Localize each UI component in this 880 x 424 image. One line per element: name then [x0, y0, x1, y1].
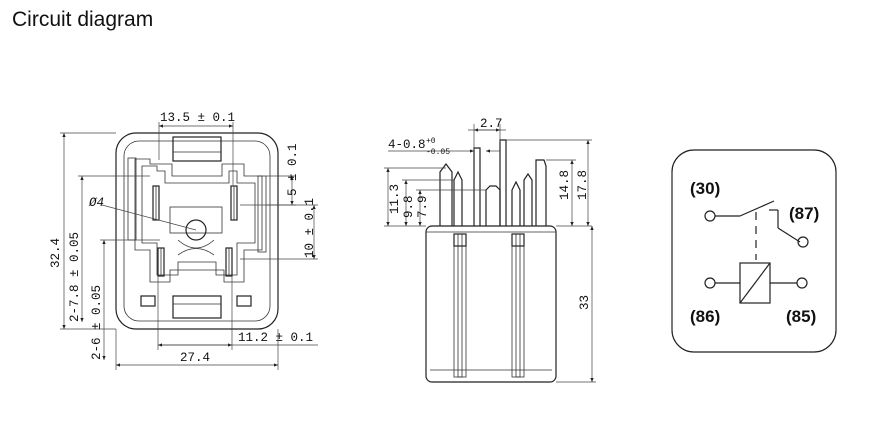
front-housing-inner — [123, 140, 271, 322]
dim-diameter: Ø4 — [88, 196, 104, 210]
node-85 — [796, 277, 808, 289]
dim-width-bottom: 27.4 — [180, 351, 210, 365]
side-pin-2 — [473, 147, 481, 226]
switch-contact — [739, 200, 775, 217]
label-30: (30) — [690, 179, 720, 198]
dim-pin-width: 2.7 — [480, 117, 503, 131]
label-86: (86) — [690, 307, 720, 326]
dim-7-8: 2-7.8 ± 0.05 — [68, 232, 82, 322]
bottom-latch — [172, 295, 222, 319]
front-cavity-outline — [134, 158, 263, 283]
dim-5: 5 ± 0.1 — [286, 143, 300, 196]
dim-pin-thickness: 4-0.8 — [388, 138, 426, 152]
dim-pin-tol-upper: +0 — [426, 137, 436, 146]
dim-11-2: 11.2 ± 0.1 — [238, 331, 313, 345]
center-hole — [185, 219, 207, 241]
dim-pin-tol-lower: -0.05 — [426, 148, 450, 157]
side-pin-3 — [499, 139, 507, 226]
dim-7-9: 7.9 — [416, 195, 430, 218]
dim-17-8: 17.8 — [576, 170, 590, 200]
dim-14-8: 14.8 — [558, 170, 572, 200]
dim-6: 2-6 ± 0.05 — [90, 285, 104, 360]
dim-9-8: 9.8 — [402, 195, 416, 218]
node-86 — [704, 277, 716, 289]
side-body — [425, 225, 557, 383]
label-85: (85) — [786, 307, 816, 326]
side-pin-4 — [523, 172, 533, 226]
relay-schematic: (30) (87) (86) (85) — [671, 149, 837, 353]
dim-body-height: 33 — [578, 295, 592, 310]
dim-10: 10 ± 0.1 — [303, 198, 317, 258]
front-view: 13.5 ± 0.1 32.4 5 ± 0.1 10 ± 0.1 Ø4 2-7.… — [49, 111, 318, 370]
side-view: 2.7 4-0.8 +0 -0.05 11.3 9.8 7.9 14.8 17.… — [384, 117, 596, 383]
node-30 — [704, 210, 716, 222]
dim-11-3: 11.3 — [388, 184, 402, 214]
side-pin-1 — [439, 163, 453, 226]
node-87 — [797, 236, 809, 248]
schematic-frame — [671, 149, 837, 353]
dim-width-top: 13.5 ± 0.1 — [160, 111, 235, 125]
dim-height-total: 32.4 — [49, 238, 63, 268]
label-87: (87) — [789, 204, 819, 223]
page-title: Circuit diagram — [12, 8, 154, 31]
top-latch — [172, 136, 222, 162]
front-housing-outer — [115, 132, 279, 330]
